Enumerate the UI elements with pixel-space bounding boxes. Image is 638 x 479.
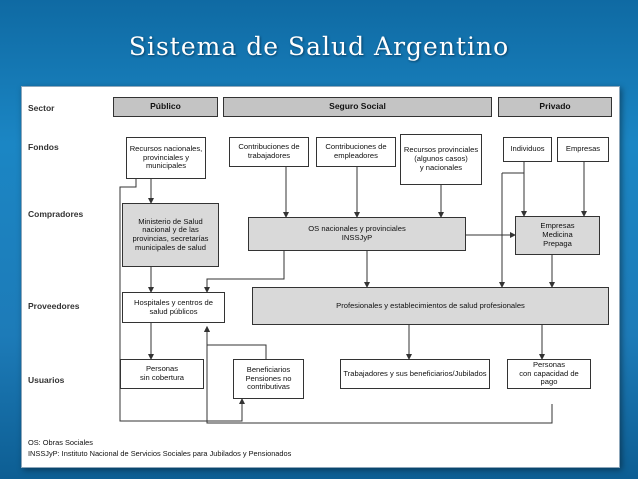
header-seguro-social: Seguro Social [223, 97, 492, 117]
row-label-compradores: Compradores [28, 209, 84, 219]
header-privado: Privado [498, 97, 612, 117]
legend-os: OS: Obras Sociales [28, 438, 93, 447]
box-contribuciones-empleadores: Contribuciones de empleadores [316, 137, 396, 167]
arrow-capacidad-to-hospitales [204, 326, 553, 424]
box-profesionales: Profesionales y establecimientos de salu… [252, 287, 609, 325]
box-individuos: Individuos [503, 137, 552, 162]
box-empresas: Empresas [557, 137, 609, 162]
box-hospitales-publicos: Hospitales y centros de salud públicos [122, 292, 225, 323]
box-trabajadores-beneficiarios: Trabajadores y sus beneficiarios/Jubilad… [340, 359, 490, 389]
arrow-recursos-to-beneficiarios [119, 179, 245, 422]
box-empresas-prepaga: Empresas Medicina Prepaga [515, 216, 600, 255]
legend-inssjyp: INSSJyP: Instituto Nacional de Servicios… [28, 449, 292, 458]
box-contribuciones-trabajadores: Contribuciones de trabajadores [229, 137, 309, 167]
box-personas-capacidad-pago: Personas con capacidad de pago [507, 359, 591, 389]
row-label-sector: Sector [28, 103, 55, 113]
row-label-usuarios: Usuarios [28, 375, 65, 385]
arrow-beneficiarios-to-hospitales [204, 326, 267, 359]
flow-arrows [119, 162, 587, 424]
box-personas-sin-cobertura: Personas sin cobertura [120, 359, 204, 389]
box-beneficiarios: Beneficiarios Pensiones no contributivas [233, 359, 304, 399]
box-recursos-nacionales: Recursos nacionales, provinciales y muni… [126, 137, 206, 179]
arrow-os-to-hospitales [204, 251, 285, 293]
row-label-fondos: Fondos [28, 142, 59, 152]
diagram-panel: Sector Fondos Compradores Proveedores Us… [21, 86, 620, 468]
slide-title: Sistema de Salud Argentino [128, 32, 510, 61]
box-os-nacionales: OS nacionales y provinciales INSSJyP [248, 217, 466, 251]
row-label-proveedores: Proveedores [28, 301, 80, 311]
header-publico: Público [113, 97, 218, 117]
box-ministerio-salud: Ministerio de Salud nacional y de las pr… [122, 203, 219, 267]
box-recursos-provinciales: Recursos provinciales (algunos casos) y … [400, 134, 482, 185]
